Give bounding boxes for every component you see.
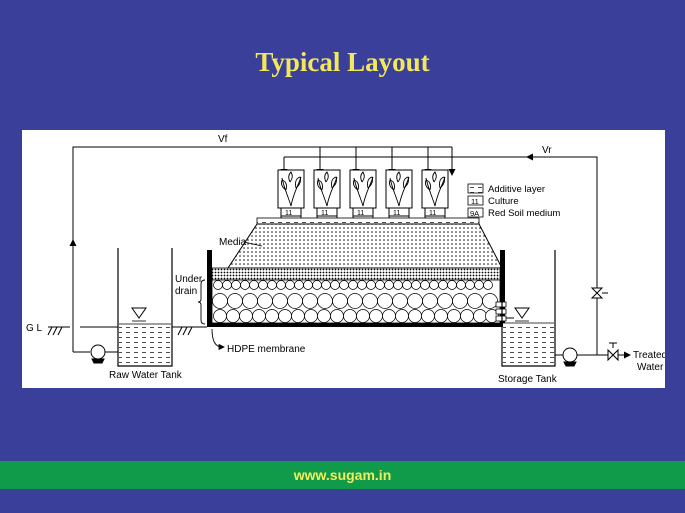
ground-level-line — [47, 326, 207, 336]
outlet-ports — [495, 301, 507, 322]
media-label: Media — [219, 237, 247, 248]
footer-bar: www.sugam.in — [0, 461, 685, 489]
raw-water-tank-label: Raw Water Tank — [109, 370, 183, 381]
water-level-marker — [514, 307, 530, 319]
plant-unit: 11 9A — [421, 169, 449, 225]
legend-soil-symbol: 9A — [470, 209, 479, 218]
legend-soil-text: Red Soil medium — [488, 208, 560, 219]
recirculation-valve — [590, 287, 608, 299]
media-layer — [227, 223, 503, 269]
hdpe-membrane-line — [207, 323, 505, 327]
hdpe-pointer — [211, 328, 225, 351]
culture-label: 11 — [357, 210, 364, 217]
gl-label: G L — [26, 323, 43, 334]
vf-label: Vf — [218, 134, 228, 145]
culture-label: 11 — [321, 210, 328, 217]
left-wall — [207, 250, 212, 327]
treatment-layout-diagram: Vf Vr 11 9A 11 9A — [26, 134, 665, 385]
vf-recirculation-line — [69, 146, 452, 352]
raw-water-pump — [73, 344, 118, 364]
filter-bed — [207, 223, 514, 327]
raw-water-tank — [117, 248, 173, 367]
media-leader — [243, 241, 263, 247]
treated-water-valve — [597, 342, 631, 362]
storage-tank-label: Storage Tank — [498, 374, 558, 385]
plant-units: 11 9A 11 9A 11 9A 11 9A — [277, 169, 449, 225]
culture-label: 11 — [285, 210, 292, 217]
treated-label: Treated — [633, 350, 665, 361]
vr-label: Vr — [542, 145, 552, 156]
under-drain-brace — [197, 279, 206, 325]
culture-label: 11 — [393, 210, 400, 217]
slide-title: Typical Layout — [255, 47, 430, 77]
vr-recirculation-line — [452, 153, 598, 334]
under-label: Under — [175, 274, 203, 285]
water-level-marker — [131, 307, 147, 319]
plant-unit: 11 9A — [349, 169, 377, 225]
plant-unit: 11 9A — [385, 169, 413, 225]
legend-symbol-culture — [467, 195, 484, 206]
gravel-stones — [212, 280, 499, 323]
legend-symbol-soil — [467, 207, 484, 218]
legend-additive-text: Additive layer — [488, 184, 545, 195]
legend: Additive layer 11 Culture 9A Red Soil me… — [467, 183, 560, 219]
legend-symbol-additive — [467, 183, 484, 194]
legend-culture-text: Culture — [488, 196, 519, 207]
storage-tank — [501, 250, 556, 367]
drain-label: drain — [175, 286, 197, 297]
legend-culture-symbol: 11 — [471, 197, 479, 206]
storage-pump — [555, 334, 598, 367]
water-label: Water — [637, 362, 664, 373]
footer-url: www.sugam.in — [293, 467, 392, 483]
plant-unit: 11 9A — [313, 169, 341, 225]
fine-layer — [211, 267, 501, 281]
diagram-panel: Vf Vr 11 9A 11 9A — [22, 130, 665, 388]
culture-label: 11 — [429, 210, 436, 217]
additive-layer — [256, 217, 480, 225]
plant-unit: 11 9A — [277, 169, 305, 225]
hdpe-label: HDPE membrane — [227, 344, 306, 355]
